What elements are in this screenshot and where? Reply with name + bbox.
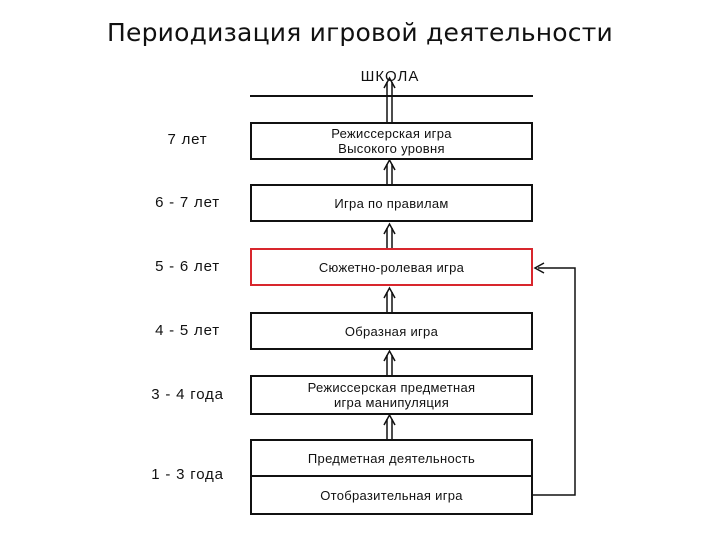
arrow-4-5-to-5-6	[383, 286, 396, 312]
arrow-5-6-to-6-7	[383, 222, 396, 248]
arrow-6-7-to-7	[383, 158, 396, 184]
stage-line2: игра манипуляция	[333, 395, 450, 410]
stage-box-director-high: Режиссерская игра Высокого уровня	[250, 122, 533, 160]
age-label: 7 лет	[167, 131, 208, 148]
stage-line1: Режиссерская предметная	[307, 380, 476, 395]
stage-line1: Образная игра	[344, 323, 439, 339]
stage-line1: Сюжетно-ролевая игра	[318, 259, 465, 275]
stage-line1: Предметная деятельность	[307, 450, 476, 466]
stage-box-object-activity: Предметная деятельность	[250, 439, 533, 477]
stage-line2: Высокого уровня	[338, 141, 445, 156]
stage-line2: Отобразительная игра	[320, 487, 463, 503]
stage-box-role-play: Сюжетно-ролевая игра	[250, 248, 533, 286]
stage-line1: Игра по правилам	[334, 195, 449, 211]
age-label: 4 - 5 лет	[155, 322, 220, 339]
stage-box-rules-game: Игра по правилам	[250, 184, 533, 222]
arrow-3-4-to-4-5	[383, 349, 396, 375]
age-label: 1 - 3 года	[151, 466, 224, 483]
stage-line1: Режиссерская игра	[331, 126, 452, 141]
stage-box-figurative-game: Образная игра	[250, 312, 533, 350]
stage-box-director-object: Режиссерская предметная игра манипуляция	[250, 375, 533, 415]
age-label: 6 - 7 лет	[155, 194, 220, 211]
stage-box-reflective-game: Отобразительная игра	[250, 475, 533, 515]
age-label: 3 - 4 года	[151, 386, 224, 403]
age-label: 5 - 6 лет	[155, 258, 220, 275]
feedback-arrow	[533, 262, 576, 496]
page-title: Периодизация игровой деятельности	[107, 18, 613, 47]
arrow-to-school	[383, 76, 396, 122]
arrow-1-3-to-3-4	[383, 413, 396, 439]
